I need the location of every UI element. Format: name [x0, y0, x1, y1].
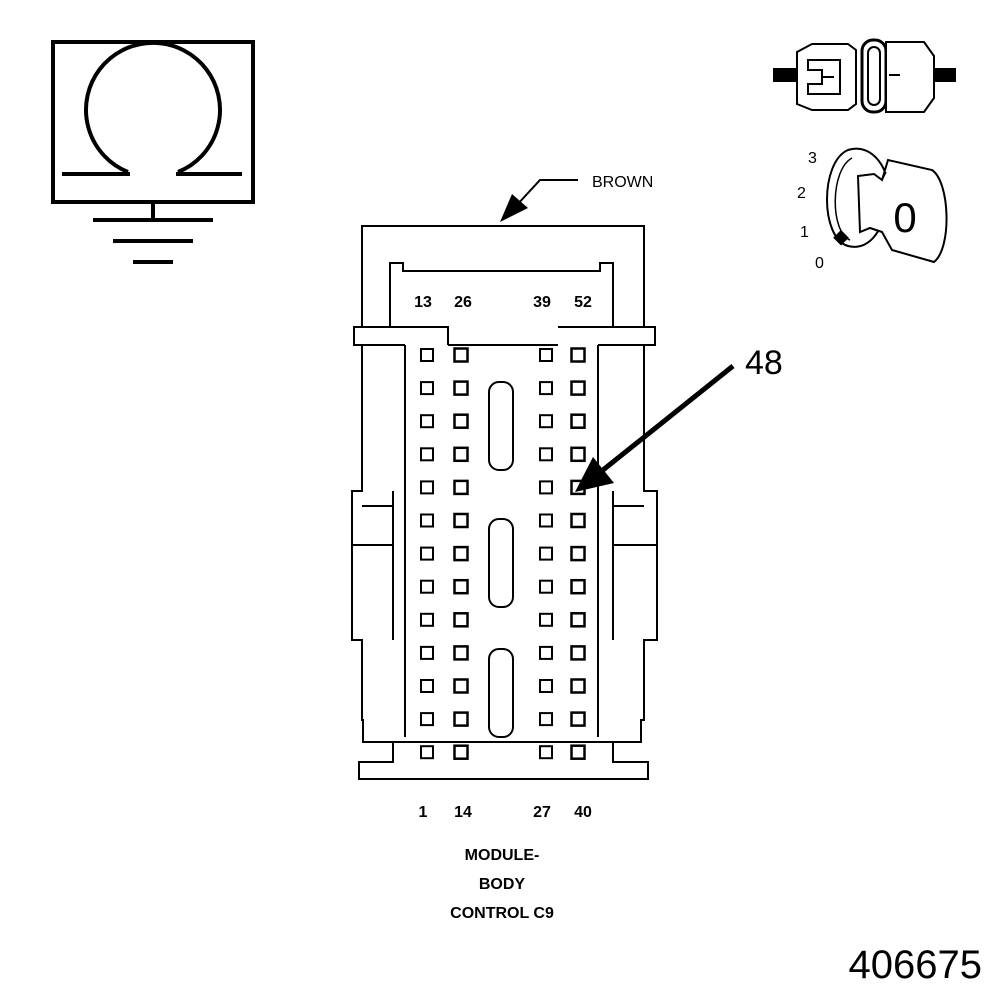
pin-cavity: [539, 513, 553, 528]
pin-labels-top: 13 26 39 52: [414, 294, 592, 311]
pin-cavity: [539, 447, 553, 462]
pin-label-13: 13: [414, 294, 432, 311]
ignition-position-1: 1: [800, 224, 809, 241]
pin-cavity: [453, 578, 469, 595]
pin-cavity-grid: [420, 347, 586, 760]
figure-number: 406675: [849, 943, 982, 987]
pin-cavity: [539, 645, 553, 660]
pin-cavity: [420, 381, 434, 396]
pin-cavity: [570, 380, 586, 396]
pin-cavity: [420, 612, 434, 627]
pin-cavity: [570, 578, 586, 595]
wire-color-callout: BROWN: [500, 174, 653, 222]
pin-cavity: [453, 380, 469, 396]
pin-cavity: [539, 381, 553, 396]
wire-color-label: BROWN: [592, 174, 653, 191]
pin-cavity: [570, 711, 586, 727]
pin-cavity: [570, 413, 586, 429]
pin-label-14: 14: [454, 804, 472, 821]
connector-title-line-1: MODULE-: [465, 847, 540, 864]
pin-cavity: [453, 744, 469, 760]
pin-cavity: [539, 745, 553, 760]
pin-cavity: [453, 512, 469, 529]
pin-cavity: [420, 546, 434, 561]
pin-cavity: [420, 645, 434, 660]
connector-title-line-2: BODY: [479, 876, 526, 893]
pin-cavity: [570, 446, 586, 463]
pin-label-52: 52: [574, 294, 592, 311]
pin-cavity: [420, 745, 434, 760]
pin-cavity: [539, 414, 553, 429]
pin-cavity: [420, 348, 434, 362]
disconnected-connector-icon: [773, 38, 956, 114]
pin-cavity: [420, 712, 434, 727]
pin-cavity: [453, 446, 469, 463]
pin-cavity: [453, 678, 469, 694]
pin-label-26: 26: [454, 294, 472, 311]
ignition-key-off-icon: 0 3 2 1 0: [797, 147, 948, 272]
pin-cavity: [453, 545, 469, 562]
pin-cavity: [420, 579, 434, 594]
ignition-position-2: 2: [797, 185, 806, 202]
pin-cavity: [539, 679, 553, 693]
pin-cavity: [570, 744, 586, 760]
pin-cavity: [453, 347, 469, 363]
pin-cavity: [570, 612, 586, 628]
callout-pin-number: 48: [745, 344, 783, 382]
pin-cavity: [570, 678, 586, 694]
pin-cavity: [420, 679, 434, 693]
pin-label-27: 27: [533, 804, 551, 821]
pin-cavity: [420, 447, 434, 462]
pin-label-40: 40: [574, 804, 592, 821]
pin-cavity: [453, 479, 469, 496]
pin-cavity: [570, 347, 586, 363]
pin-cavity: [539, 612, 553, 627]
pin-cavity: [539, 348, 553, 362]
pin-label-1: 1: [419, 804, 428, 821]
pin-cavity: [453, 612, 469, 628]
ohmmeter-ground-icon: [51, 40, 255, 264]
pin-cavity: [570, 645, 586, 661]
pin-cavity: [539, 712, 553, 727]
pin-cavity: [453, 413, 469, 429]
pin-cavity: [570, 512, 586, 529]
pin-cavity: [539, 480, 553, 495]
pin-cavity: [570, 545, 586, 562]
pin-callout-arrow: 48: [575, 344, 783, 492]
pin-label-39: 39: [533, 294, 551, 311]
pin-cavity: [453, 645, 469, 661]
connector-title-line-3: CONTROL C9: [450, 905, 554, 922]
ignition-position-3: 3: [808, 150, 817, 167]
key-position-label: 0: [893, 194, 916, 241]
pin-cavity: [420, 513, 434, 528]
pin-cavity: [539, 546, 553, 561]
ignition-position-0: 0: [815, 255, 824, 272]
pin-cavity: [420, 480, 434, 495]
pin-cavity: [453, 711, 469, 727]
connector-body: [351, 225, 658, 780]
connector-title: MODULE- BODY CONTROL C9: [450, 847, 554, 922]
pin-cavity: [420, 414, 434, 429]
pin-labels-bottom: 1 14 27 40: [419, 804, 592, 821]
pin-cavity: [539, 579, 553, 594]
